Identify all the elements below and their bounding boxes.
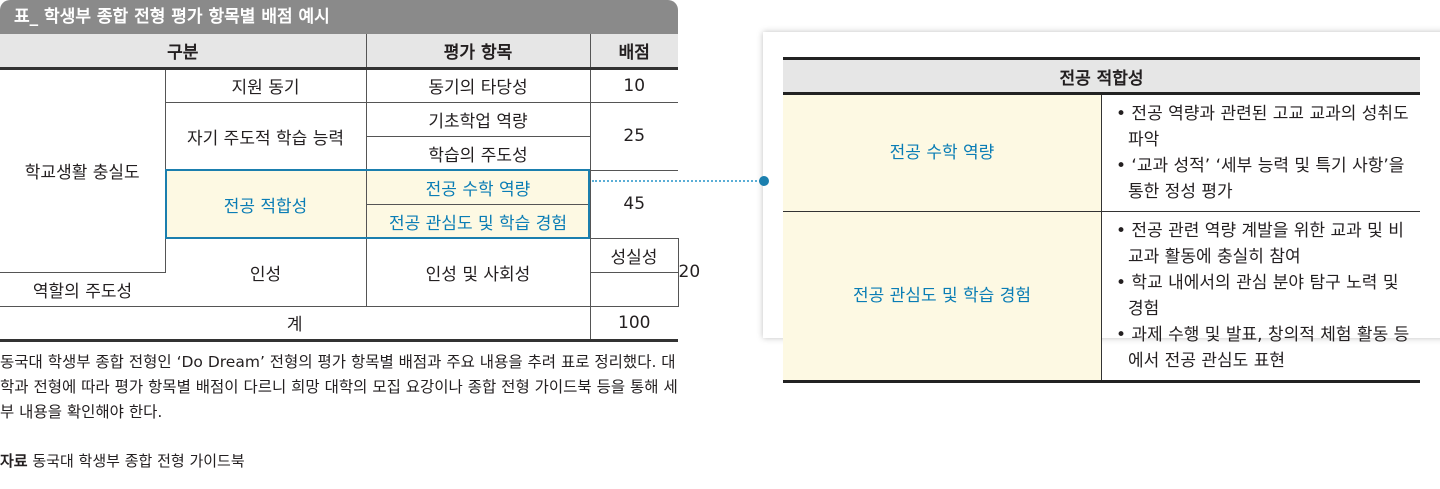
cell-character: 인성 [165,237,367,307]
table-row: 전공 관심도 및 학습 경험 [0,203,678,239]
detail-row: 전공 관심도 및 학습 경험 • 전공 관련 역량 계발을 위한 교과 및 비교… [783,211,1420,383]
connector-dot [759,176,769,186]
detail-row: 전공 수학 역량 • 전공 역량과 관련된 고교 교과의 성취도 파악 • ‘교… [783,93,1420,212]
cell-basic-academic: 기초학업 역량 [365,101,591,137]
bullet-item: • 전공 역량과 관련된 고교 교과의 성취도 파악 [1116,104,1409,150]
caption: 동국대 학생부 종합 전형인 ‘Do Dream’ 전형의 평가 항목별 배점과… [0,353,678,421]
header-category: 구분 [0,34,367,70]
table-row: 학습의 주도성 [0,135,678,171]
cell-school-life: 학교생활 충실도 [0,67,166,273]
cell-motivation-item: 동기의 타당성 [365,67,591,103]
detail-label: 전공 수학 역량 [783,93,1102,212]
cell-score: 25 [589,101,678,171]
source: 자료 동국대 학생부 종합 전형 가이드북 [0,450,245,471]
detail-desc: • 전공 역량과 관련된 고교 교과의 성취도 파악 • ‘교과 성적’ ‘세부… [1101,93,1420,212]
cell-major-fit: 전공 적합성 [165,169,367,239]
cell-sincerity: 성실성 [589,237,679,273]
cell-role-initiative: 역할의 주도성 [0,271,165,307]
header-score: 배점 [589,34,678,70]
bullet-item: • 학교 내에서의 관심 분야 탐구 노력 및 경험 [1116,273,1399,319]
table-row: 전공 적합성 전공 수학 역량 45 [0,169,678,239]
cell-character-social: 인성 및 사회성 [365,237,591,307]
header-row: 구분 평가 항목 배점 [0,34,678,70]
total-score: 100 [589,305,678,342]
bullet-item: • 전공 관련 역량 계발을 위한 교과 및 비교과 활동에 충실히 참여 [1116,221,1404,267]
cell-motivation: 지원 동기 [164,67,367,103]
detail-card: 전공 적합성 전공 수학 역량 • 전공 역량과 관련된 고교 교과의 성취도 … [763,32,1440,383]
cell-self-directed: 자기 주도적 학습 능력 [165,101,367,171]
bullet-item: • 과제 수행 및 발표, 창의적 체험 활동 등에서 전공 관심도 표현 [1116,325,1410,371]
table-row: 역할의 주도성 [0,271,678,307]
detail-desc: • 전공 관련 역량 계발을 위한 교과 및 비교과 활동에 충실히 참여 • … [1101,211,1420,383]
source-text: 동국대 학생부 종합 전형 가이드북 [27,452,245,470]
total-label: 계 [0,305,591,342]
score-table: 구분 평가 항목 배점 학교생활 충실도 지원 동기 동기의 타당성 10 자기… [0,34,700,342]
detail-table: 전공 적합성 전공 수학 역량 • 전공 역량과 관련된 고교 교과의 성취도 … [783,57,1420,383]
table-row: 자기 주도적 학습 능력 기초학업 역량 25 [0,101,678,171]
header-item: 평가 항목 [365,34,591,70]
table-row: 학교생활 충실도 지원 동기 동기의 타당성 10 [0,67,678,273]
detail-label: 전공 관심도 및 학습 경험 [783,211,1102,383]
cell-major-interest: 전공 관심도 및 학습 경험 [366,203,590,239]
bullet-item: • ‘교과 성적’ ‘세부 능력 및 특기 사항’을 통한 정성 평가 [1116,156,1405,202]
total-row: 계 100 [0,305,678,342]
table-title: 표_ 학생부 종합 전형 평가 항목별 배점 예시 [0,0,678,34]
detail-header: 전공 적합성 [783,57,1420,95]
cell-major-math: 전공 수학 역량 [365,169,591,205]
source-label: 자료 [0,452,28,470]
connector-line [592,180,764,182]
cell-learning-initiative: 학습의 주도성 [366,135,590,171]
cell-score: 10 [589,67,678,103]
